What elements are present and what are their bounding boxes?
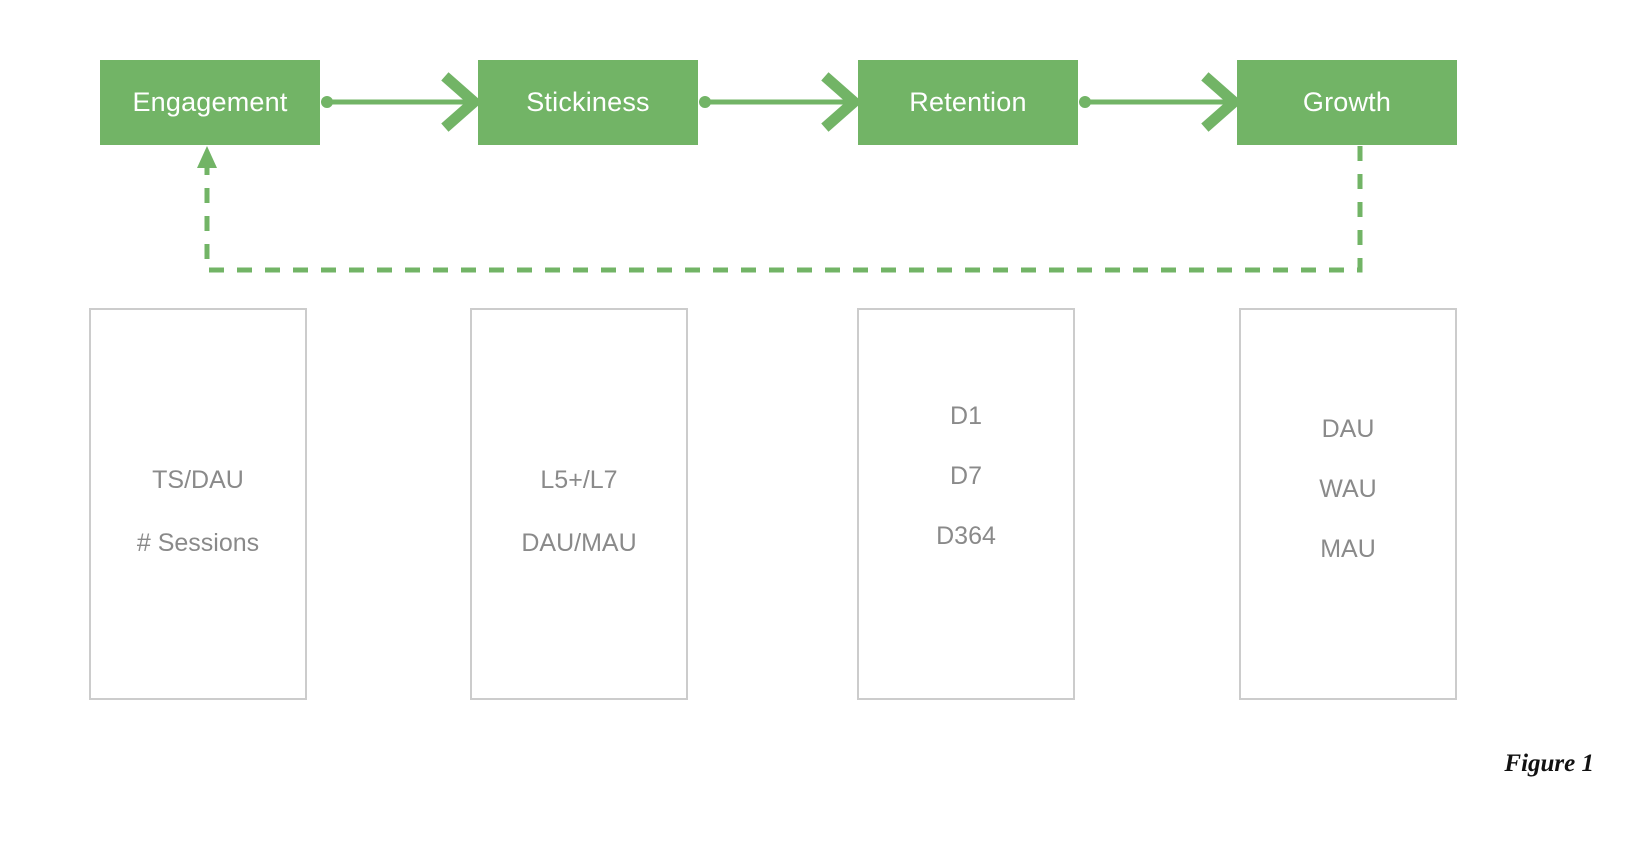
metric-line: DAU/MAU [521, 529, 637, 557]
arrow-retention-to-growth [1079, 72, 1243, 132]
arrow-stickiness-to-retention [699, 72, 863, 132]
metric-box-retention[interactable]: D1 D7 D364 [857, 308, 1075, 700]
metric-line: TS/DAU [152, 466, 244, 494]
stage-label-engagement: Engagement [132, 87, 288, 117]
stage-box-retention[interactable]: Retention [858, 60, 1078, 145]
metric-line: # Sessions [136, 529, 260, 557]
metric-line: WAU [1319, 474, 1377, 503]
metric-stack: TS/DAU # Sessions [91, 468, 305, 556]
metric-line: D364 [936, 521, 996, 550]
stage-label-retention: Retention [909, 87, 1027, 117]
metric-line: MAU [1320, 534, 1376, 563]
stage-box-engagement[interactable]: Engagement [100, 60, 320, 145]
metric-box-growth[interactable]: DAU WAU MAU [1239, 308, 1457, 700]
metric-box-stickiness[interactable]: L5+/L7 DAU/MAU [470, 308, 688, 700]
arrow-engagement-to-stickiness [321, 72, 483, 132]
stage-box-stickiness[interactable]: Stickiness [478, 60, 698, 145]
figure-caption: Figure 1 [1504, 750, 1594, 777]
metric-stack: L5+/L7 DAU/MAU [472, 468, 686, 556]
metric-line: L5+/L7 [540, 466, 618, 494]
metric-stack: D1 D7 D364 [859, 401, 1073, 550]
metric-box-engagement[interactable]: TS/DAU # Sessions [89, 308, 307, 700]
stage-label-stickiness: Stickiness [526, 87, 650, 117]
metric-line: D7 [950, 461, 982, 490]
metric-stack: DAU WAU MAU [1241, 414, 1455, 563]
metric-line: D1 [950, 401, 982, 430]
stage-label-growth: Growth [1302, 87, 1392, 117]
feedback-loop-growth-to-engagement [197, 146, 1363, 273]
stage-box-growth[interactable]: Growth [1237, 60, 1457, 145]
metric-line: DAU [1321, 414, 1375, 443]
